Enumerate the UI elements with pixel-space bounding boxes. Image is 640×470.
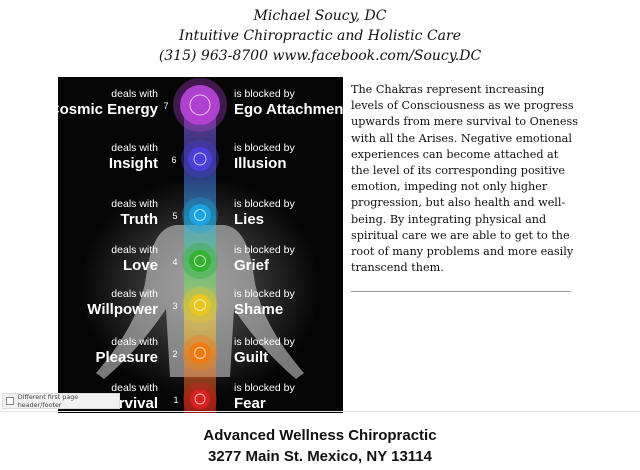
deals-with-label: deals with (111, 336, 158, 348)
blocked-by-label: is blocked by (234, 336, 295, 348)
footer-divider (0, 411, 640, 412)
chakra-number: 3 (172, 301, 177, 311)
chakra-inner-ring (194, 255, 206, 267)
chakra-symbol-icon (189, 250, 211, 272)
header-name: Michael Soucy, DC (253, 8, 387, 24)
chakra-block: Lies (234, 211, 264, 228)
description-paragraph: The Chakras represent increasing levels … (351, 83, 578, 275)
blocked-by-label: is blocked by (234, 382, 295, 394)
chakra-inner-ring (194, 299, 206, 311)
chakra-number: 2 (172, 349, 177, 359)
chakra-quality: Pleasure (95, 349, 158, 366)
chakra-inner-ring (193, 152, 207, 166)
chakra-symbol-icon (180, 85, 220, 125)
chakra-block: Guilt (234, 349, 268, 366)
chakra-symbol-icon (189, 294, 211, 316)
header-footer-toggle[interactable]: Different first page header/footer (2, 393, 120, 409)
chakra-block: Shame (234, 301, 283, 318)
deals-with-label: deals with (111, 88, 158, 100)
chakra-block: Illusion (234, 155, 287, 172)
chakra-quality: Truth (121, 211, 159, 228)
chakra-number: 6 (171, 155, 176, 165)
footer-business-name: Advanced Wellness Chiropractic (203, 427, 437, 444)
header-contact: (315) 963-8700 www.facebook.com/Soucy.DC (158, 48, 482, 64)
deals-with-label: deals with (111, 142, 158, 154)
chakra-symbol-icon (189, 342, 211, 364)
chakra-block: Fear (234, 395, 266, 412)
chakra-number: 7 (163, 101, 168, 111)
chakra-inner-ring (189, 94, 211, 116)
chakra-quality: Cosmic Energy (58, 101, 159, 118)
chakra-inner-ring (194, 209, 206, 221)
chakra-inner-ring (194, 393, 206, 405)
blocked-by-label: is blocked by (234, 288, 295, 300)
deals-with-label: deals with (111, 244, 158, 256)
blocked-by-label: is blocked by (234, 198, 295, 210)
page-footer: Advanced Wellness Chiropractic 3277 Main… (0, 425, 640, 467)
chakra-symbol-icon (189, 204, 211, 226)
deals-with-label: deals with (111, 198, 158, 210)
footer-address: 3277 Main St. Mexico, NY 13114 (207, 448, 432, 465)
header-tagline: Intuitive Chiropractic and Holistic Care (179, 28, 461, 44)
chakra-block: Grief (234, 257, 270, 274)
header-footer-toggle-label: Different first page header/footer (17, 393, 79, 409)
blocked-by-label: is blocked by (234, 244, 295, 256)
chakra-symbol-icon (190, 389, 210, 409)
chakra-inner-ring (194, 347, 206, 359)
chakra-description: The Chakras represent increasing levels … (351, 82, 579, 295)
blocked-by-label: is blocked by (234, 142, 295, 154)
deals-with-label: deals with (111, 382, 158, 394)
chakra-quality: Love (123, 257, 158, 274)
chakra-number: 1 (173, 395, 178, 405)
checkbox-icon[interactable] (6, 397, 14, 405)
deals-with-label: deals with (111, 288, 158, 300)
chakra-number: 4 (172, 257, 177, 267)
chakra-quality: Insight (109, 155, 158, 172)
chakra-number: 5 (172, 211, 177, 221)
chakra-block: Ego Attachment (234, 101, 343, 118)
page-header: Michael Soucy, DC Intuitive Chiropractic… (0, 6, 640, 66)
separator-rule: ________________________________________ (351, 279, 571, 293)
chakra-symbol-icon (188, 147, 212, 171)
chakra-quality: Willpower (87, 301, 158, 318)
blocked-by-label: is blocked by (234, 88, 295, 100)
